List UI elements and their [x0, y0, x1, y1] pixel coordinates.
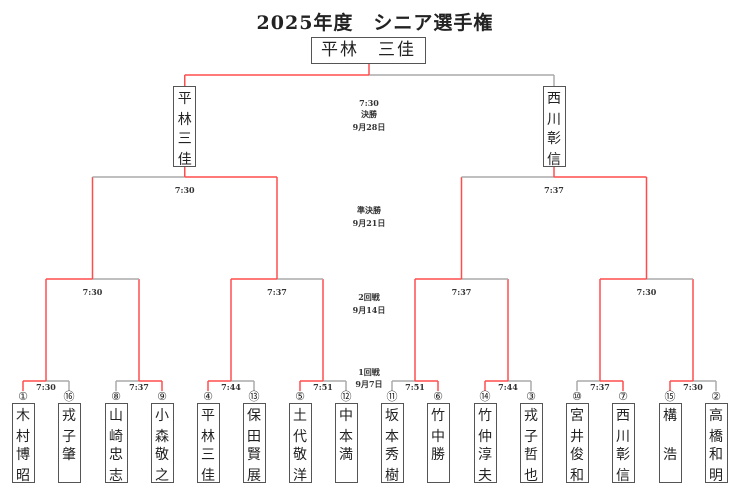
seed-number: ⑥: [433, 390, 443, 403]
seed-number: ⑦: [618, 390, 628, 403]
r2-round-label: 2回戦: [358, 292, 380, 302]
player-given-name: 三佳: [201, 447, 215, 484]
player-family-name: 構: [663, 408, 677, 424]
player-given-name: 肇: [62, 447, 76, 463]
player-box: 山崎忠志: [104, 403, 128, 484]
seed-number: ⑪: [386, 390, 398, 403]
r2-match-time: 7:37: [267, 287, 287, 297]
player-box: 構浩: [658, 403, 682, 483]
player-family-name: 西川: [616, 408, 630, 445]
r1-match-time: 7:30: [36, 382, 56, 392]
player-box: 土代敬洋: [288, 403, 312, 484]
seed-number: ⑬: [248, 390, 260, 403]
player-given-name: 満: [339, 447, 353, 463]
r1-match-time: 7:37: [590, 382, 610, 392]
semi-round-label: 準決勝: [357, 205, 381, 215]
player-family-name: 中本: [339, 408, 353, 445]
player-family-name: 西川: [547, 91, 561, 128]
player-family-name: 平林: [177, 91, 192, 128]
semi-date: 9月21日: [352, 218, 386, 228]
semi-match-time: 7:37: [544, 185, 564, 195]
player-family-name: 高橋: [709, 408, 723, 445]
r1-date: 9月7日: [355, 379, 383, 389]
player-family-name: 竹仲: [478, 408, 492, 445]
final-round-label: 決勝: [361, 109, 377, 119]
player-given-name: 敬洋: [293, 447, 307, 484]
player-family-name: 坂本: [385, 408, 399, 445]
seed-number: ①: [18, 390, 28, 403]
player-given-name: 俊和: [570, 447, 584, 484]
r1-match-time: 7:51: [313, 382, 333, 392]
player-given-name: 彰信: [547, 130, 561, 168]
player-family-name: 平林: [201, 408, 215, 445]
champion-box: 平林 三佳: [311, 37, 426, 64]
player-given-name: 彰信: [616, 447, 630, 484]
player-given-name: 哲也: [524, 447, 538, 484]
seed-number: ⑤: [295, 390, 305, 403]
r1-round-label: 1回戦: [358, 367, 380, 377]
r1-match-time: 7:37: [129, 382, 149, 392]
player-given-name: 和明: [709, 447, 723, 484]
seed-number: ⑩: [572, 390, 582, 403]
seed-number: ②: [711, 390, 721, 403]
seed-number: ⑨: [157, 390, 167, 403]
seed-number: ④: [203, 390, 213, 403]
player-given-name: 浩: [663, 447, 677, 463]
player-box: 小森敬之: [150, 403, 174, 484]
player-given-name: 淳夫: [478, 447, 492, 484]
seed-number: ⑭: [479, 390, 491, 403]
player-family-name: 保田: [247, 408, 261, 445]
player-box: 坂本秀樹: [380, 403, 404, 484]
page-title: 2025年度 シニア選手権: [256, 12, 494, 34]
seed-number: ⑮: [664, 390, 676, 403]
player-box: 宮井俊和: [565, 403, 589, 484]
r1-match-time: 7:30: [683, 382, 703, 392]
finalist-box: 西川彰信: [542, 86, 566, 168]
r1-match-time: 7:44: [498, 382, 518, 392]
player-box: 高橋和明: [704, 403, 728, 484]
player-family-name: 小森: [155, 408, 169, 445]
player-box: 中本満: [334, 403, 358, 483]
player-given-name: 敬之: [155, 447, 169, 484]
r2-match-time: 7:37: [451, 287, 472, 297]
r2-date: 9月14日: [352, 305, 386, 315]
player-given-name: 忠志: [109, 447, 123, 484]
player-box: 竹中勝: [426, 403, 450, 483]
finalist-box: 平林三佳: [173, 86, 197, 168]
player-given-name: 秀樹: [385, 447, 399, 484]
r2-match-time: 7:30: [636, 287, 657, 297]
player-box: 戎子肇: [57, 403, 81, 483]
player-given-name: 博昭: [16, 447, 30, 484]
player-box: 平林三佳: [196, 403, 220, 484]
player-box: 西川彰信: [611, 403, 635, 484]
player-box: 木村博昭: [11, 403, 35, 484]
r2-match-time: 7:30: [82, 287, 103, 297]
player-box: 保田賢展: [242, 403, 266, 484]
player-family-name: 土代: [293, 408, 307, 445]
final-time: 7:30: [359, 98, 379, 108]
player-family-name: 宮井: [570, 408, 584, 445]
r1-match-time: 7:51: [405, 382, 425, 392]
player-box: 戎子哲也: [519, 403, 543, 484]
player-family-name: 木村: [16, 408, 30, 445]
player-family-name: 山崎: [109, 408, 123, 445]
seed-number: ⑫: [340, 390, 352, 403]
seed-number: ⑯: [63, 390, 75, 403]
player-family-name: 戎子: [62, 408, 76, 445]
seed-number: ③: [526, 390, 536, 403]
player-family-name: 竹中: [431, 408, 445, 445]
player-given-name: 三佳: [177, 130, 192, 168]
player-family-name: 戎子: [524, 408, 538, 445]
semi-match-time: 7:30: [174, 185, 195, 195]
player-given-name: 勝: [431, 447, 445, 463]
final-date: 9月28日: [352, 122, 386, 132]
seed-number: ⑧: [111, 390, 121, 403]
player-box: 竹仲淳夫: [473, 403, 497, 484]
r1-match-time: 7:44: [221, 382, 241, 392]
player-given-name: 賢展: [247, 447, 261, 484]
